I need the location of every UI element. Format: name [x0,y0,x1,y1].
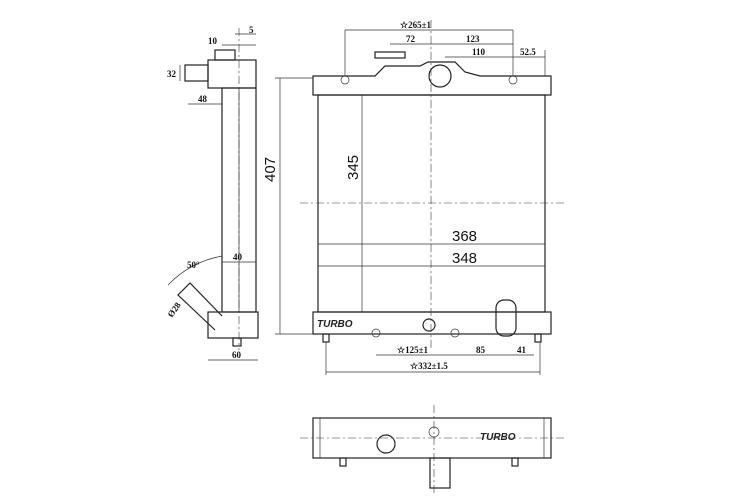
dim-407: 407 [262,157,279,182]
side-bottom-tank [207,311,259,339]
side-top-tank [207,59,257,89]
dim-32: 32 [167,69,177,79]
dim-41: 41 [517,345,527,355]
dim-10: 10 [208,36,218,46]
dim-48: 48 [198,94,208,104]
dim-123: 123 [466,34,480,44]
dim-265: ☆265±1 [400,20,432,30]
filler-neck [428,64,452,88]
outlet-neck [495,299,517,337]
dim-40: 40 [233,252,243,262]
side-view: 10 5 32 48 50° 40 Ø28 60 [165,25,259,361]
dim-332: ☆332±1.5 [410,361,448,371]
dim-52-5: 52.5 [520,47,536,57]
dim-348: 348 [452,250,477,267]
turbo-logo-bottom: TURBO [480,432,516,443]
dim-5: 5 [249,25,254,35]
dim-85: 85 [476,345,486,355]
bottom-tank [312,311,552,335]
core [317,94,546,313]
dim-125: ☆125±1 [397,345,429,355]
front-view: TURBO 407 345 368 348 ☆265±1 72 123 110 … [262,20,565,375]
dim-angle: 50° [187,260,200,270]
dim-diameter: Ø28 [165,300,183,319]
side-outlet-pipe [177,282,223,331]
dim-368: 368 [452,228,477,245]
side-top-inlet [184,64,209,82]
bottom-view: TURBO [300,405,565,495]
dim-110: 110 [472,47,486,57]
dim-60: 60 [232,350,242,360]
dim-345: 345 [345,155,362,180]
dim-72: 72 [406,34,416,44]
turbo-logo: TURBO [317,319,353,330]
